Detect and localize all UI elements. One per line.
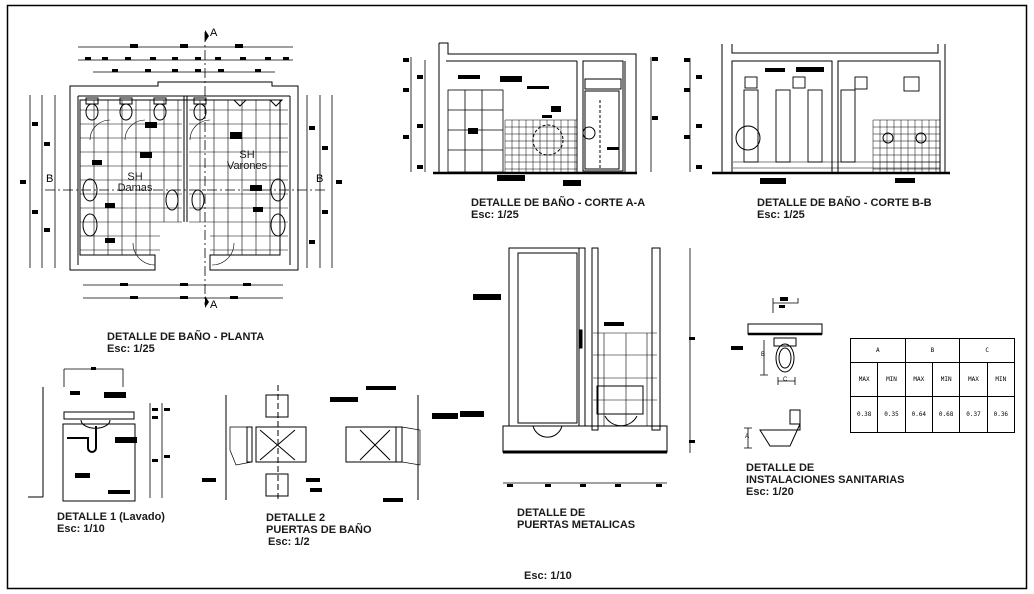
dim-label-a: A (745, 434, 750, 440)
table-group-header: C (959, 338, 1015, 363)
plan-drawing (20, 30, 342, 308)
plan-toilets (85, 97, 284, 121)
corte-aa-title: DETALLE DE BAÑO - CORTE A-A (471, 197, 646, 209)
sanitarias-drawing (731, 297, 823, 449)
corte-bb-drawing (684, 44, 950, 184)
table-group-row: A B C (850, 338, 1015, 363)
section-mark-a-top: A (210, 27, 218, 39)
table-subheader: MIN (986, 362, 1016, 397)
puertas-title-line2: PUERTAS METALICAS (517, 519, 636, 531)
dim-label-c: C (783, 377, 788, 383)
table-cell: 0.36 (986, 396, 1016, 433)
sanitarias-title-line2: INSTALACIONES SANITARIAS (746, 474, 905, 486)
plan-dimensions (29, 32, 333, 305)
detalle2-title-line1: DETALLE 2 (266, 512, 326, 524)
detalle1-title: DETALLE 1 (Lavado) (57, 511, 165, 523)
table-subheader-row: MAX MIN MAX MIN MAX MIN (849, 362, 1016, 397)
table-cell: 0.35 (877, 396, 906, 433)
table-group-header: A (850, 338, 906, 363)
table-cell: 0.38 (849, 396, 879, 433)
table-cell: 0.68 (931, 396, 961, 433)
room-label-damas: SH Damas (110, 172, 160, 194)
sanitarias-title-line1: DETALLE DE (746, 462, 815, 474)
detalle1-scale: Esc: 1/10 (57, 523, 105, 535)
detalle2-title-line2: PUERTAS DE BAÑO (266, 524, 372, 536)
table-group-header: B (904, 338, 961, 363)
sheet-scale: Esc: 1/10 (524, 570, 572, 582)
room-label-varones: SH Varones (222, 150, 272, 172)
floor-tiles (80, 100, 288, 255)
sanitarias-scale: Esc: 1/20 (746, 486, 794, 498)
room-varones-line1: SH (239, 149, 255, 161)
detalle2-scale: Esc: 1/2 (268, 536, 310, 548)
detalle2-drawing (202, 385, 458, 502)
detalle1-drawing (28, 367, 170, 502)
section-mark-a-bottom: A (210, 299, 218, 311)
table-subheader: MAX (959, 362, 988, 397)
corte-bb-scale: Esc: 1/25 (757, 209, 805, 221)
plan-title: DETALLE DE BAÑO - PLANTA (107, 331, 265, 343)
table-cell: 0.37 (959, 396, 988, 433)
table-subheader: MAX (849, 362, 879, 397)
room-varones-line2: Varones (226, 160, 268, 172)
room-damas-line1: SH (127, 171, 143, 183)
dim-label-b: B (761, 352, 766, 358)
table-values-row: 0.38 0.35 0.64 0.68 0.37 0.36 (849, 396, 1016, 433)
table-cell: 0.64 (904, 396, 933, 433)
dimensions-table: A B C MAX MIN MAX MIN MAX MIN 0.38 0.35 … (849, 338, 1016, 433)
corte-aa-scale: Esc: 1/25 (471, 209, 519, 221)
puertas-title-line1: DETALLE DE (517, 507, 586, 519)
section-mark-b-right: B (316, 173, 324, 185)
plan-scale: Esc: 1/25 (107, 343, 155, 355)
table-subheader: MIN (877, 362, 906, 397)
sheet-border (6, 4, 1028, 590)
table-subheader: MIN (931, 362, 961, 397)
room-damas-line2: Damas (117, 182, 153, 194)
puertas-drawing (460, 247, 695, 487)
corte-aa-drawing (403, 42, 658, 186)
section-mark-b-left: B (46, 173, 54, 185)
table-subheader: MAX (904, 362, 933, 397)
corte-bb-title: DETALLE DE BAÑO - CORTE B-B (757, 197, 932, 209)
plan-dim-values (20, 30, 342, 308)
